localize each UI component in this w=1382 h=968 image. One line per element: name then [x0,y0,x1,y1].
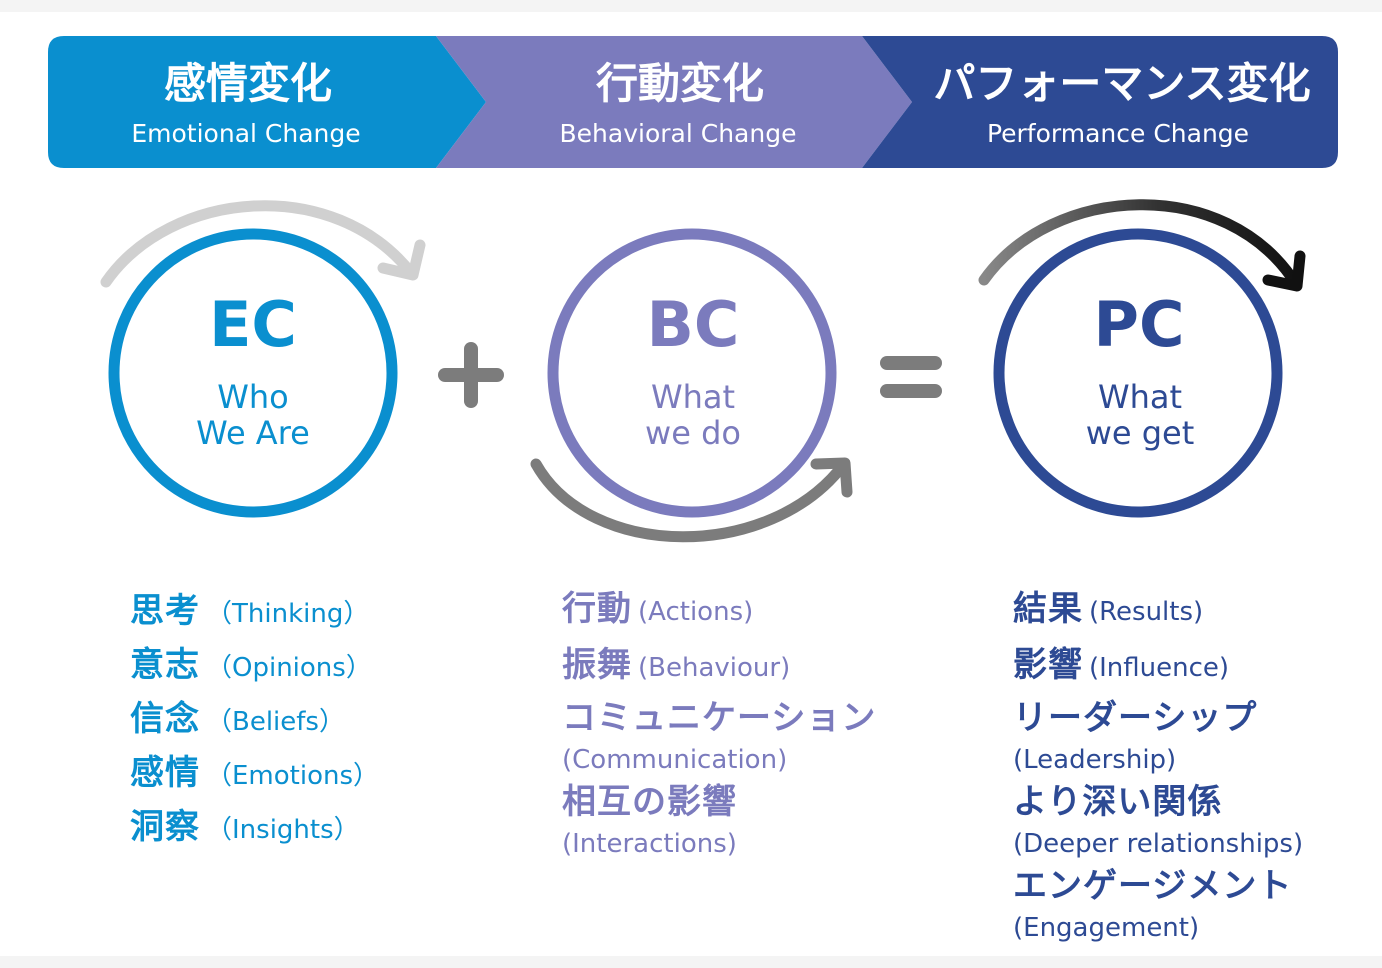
list-item: 意志（Opinions） [130,645,372,685]
banner-subtitle-performance: Performance Change [987,119,1249,148]
list-item: 行動(Actions) [562,589,754,629]
pc-attribute-list: 結果(Results) 影響(Influence) リーダーシップ (Leade… [1013,584,1303,948]
list-item: 洞察（Insights） [130,807,360,847]
list-item: 振舞(Behaviour) [562,645,791,685]
banner-title-behavioral: 行動変化 [596,59,764,108]
banner-segment-emotional [48,36,486,168]
banner-title-emotional: 感情変化 [164,59,332,108]
list-item: エンゲージメント (Engagement) [1013,866,1293,943]
list-item: 結果(Results) [1013,589,1204,629]
banner-subtitle-emotional: Emotional Change [131,119,360,148]
list-item: 感情（Emotions） [130,753,380,793]
diagram-canvas: 感情変化 Emotional Change 行動変化 Behavioral Ch… [0,12,1382,956]
bc-line2: we do [645,414,741,452]
ec-attribute-list: 思考（Thinking） 意志（Opinions） 信念（Beliefs） 感情… [130,584,379,854]
pc-line1: What [1098,378,1182,416]
plus-operator [438,342,504,408]
banner-segment-performance [862,36,1338,168]
ec-cycle-arrow [100,200,426,288]
bc-abbr: BC [647,288,740,361]
change-diagram: 感情変化 Emotional Change 行動変化 Behavioral Ch… [48,36,1338,543]
ec-abbr: EC [209,288,297,361]
pc-line2: we get [1086,414,1195,452]
pc-abbr: PC [1094,288,1185,361]
list-item: 影響(Influence) [1013,645,1230,685]
bc-attribute-list: 行動(Actions) 振舞(Behaviour) コミュニケーション (Com… [562,584,876,864]
bc-cycle-arrow [530,457,853,543]
list-item: より深い関係 (Deeper relationships) [1013,782,1304,859]
pc-circle [993,228,1283,518]
banner-segment-behavioral [436,36,912,168]
ec-line2: We Are [196,414,310,452]
list-item: リーダーシップ (Leadership) [1013,698,1258,775]
equals-operator [880,356,942,398]
bc-line1: What [651,378,735,416]
pc-cycle-arrow [978,199,1306,292]
list-item: 相互の影響 (Interactions) [562,782,737,859]
bc-circle [547,228,837,518]
list-item: 思考（Thinking） [130,591,370,631]
banner-subtitle-behavioral: Behavioral Change [560,119,797,148]
list-item: 信念（Beliefs） [130,699,345,739]
ec-line1: Who [217,378,289,416]
list-item: コミュニケーション (Communication) [562,698,877,775]
banner-title-performance: パフォーマンス変化 [933,59,1310,108]
ec-circle [108,228,398,518]
